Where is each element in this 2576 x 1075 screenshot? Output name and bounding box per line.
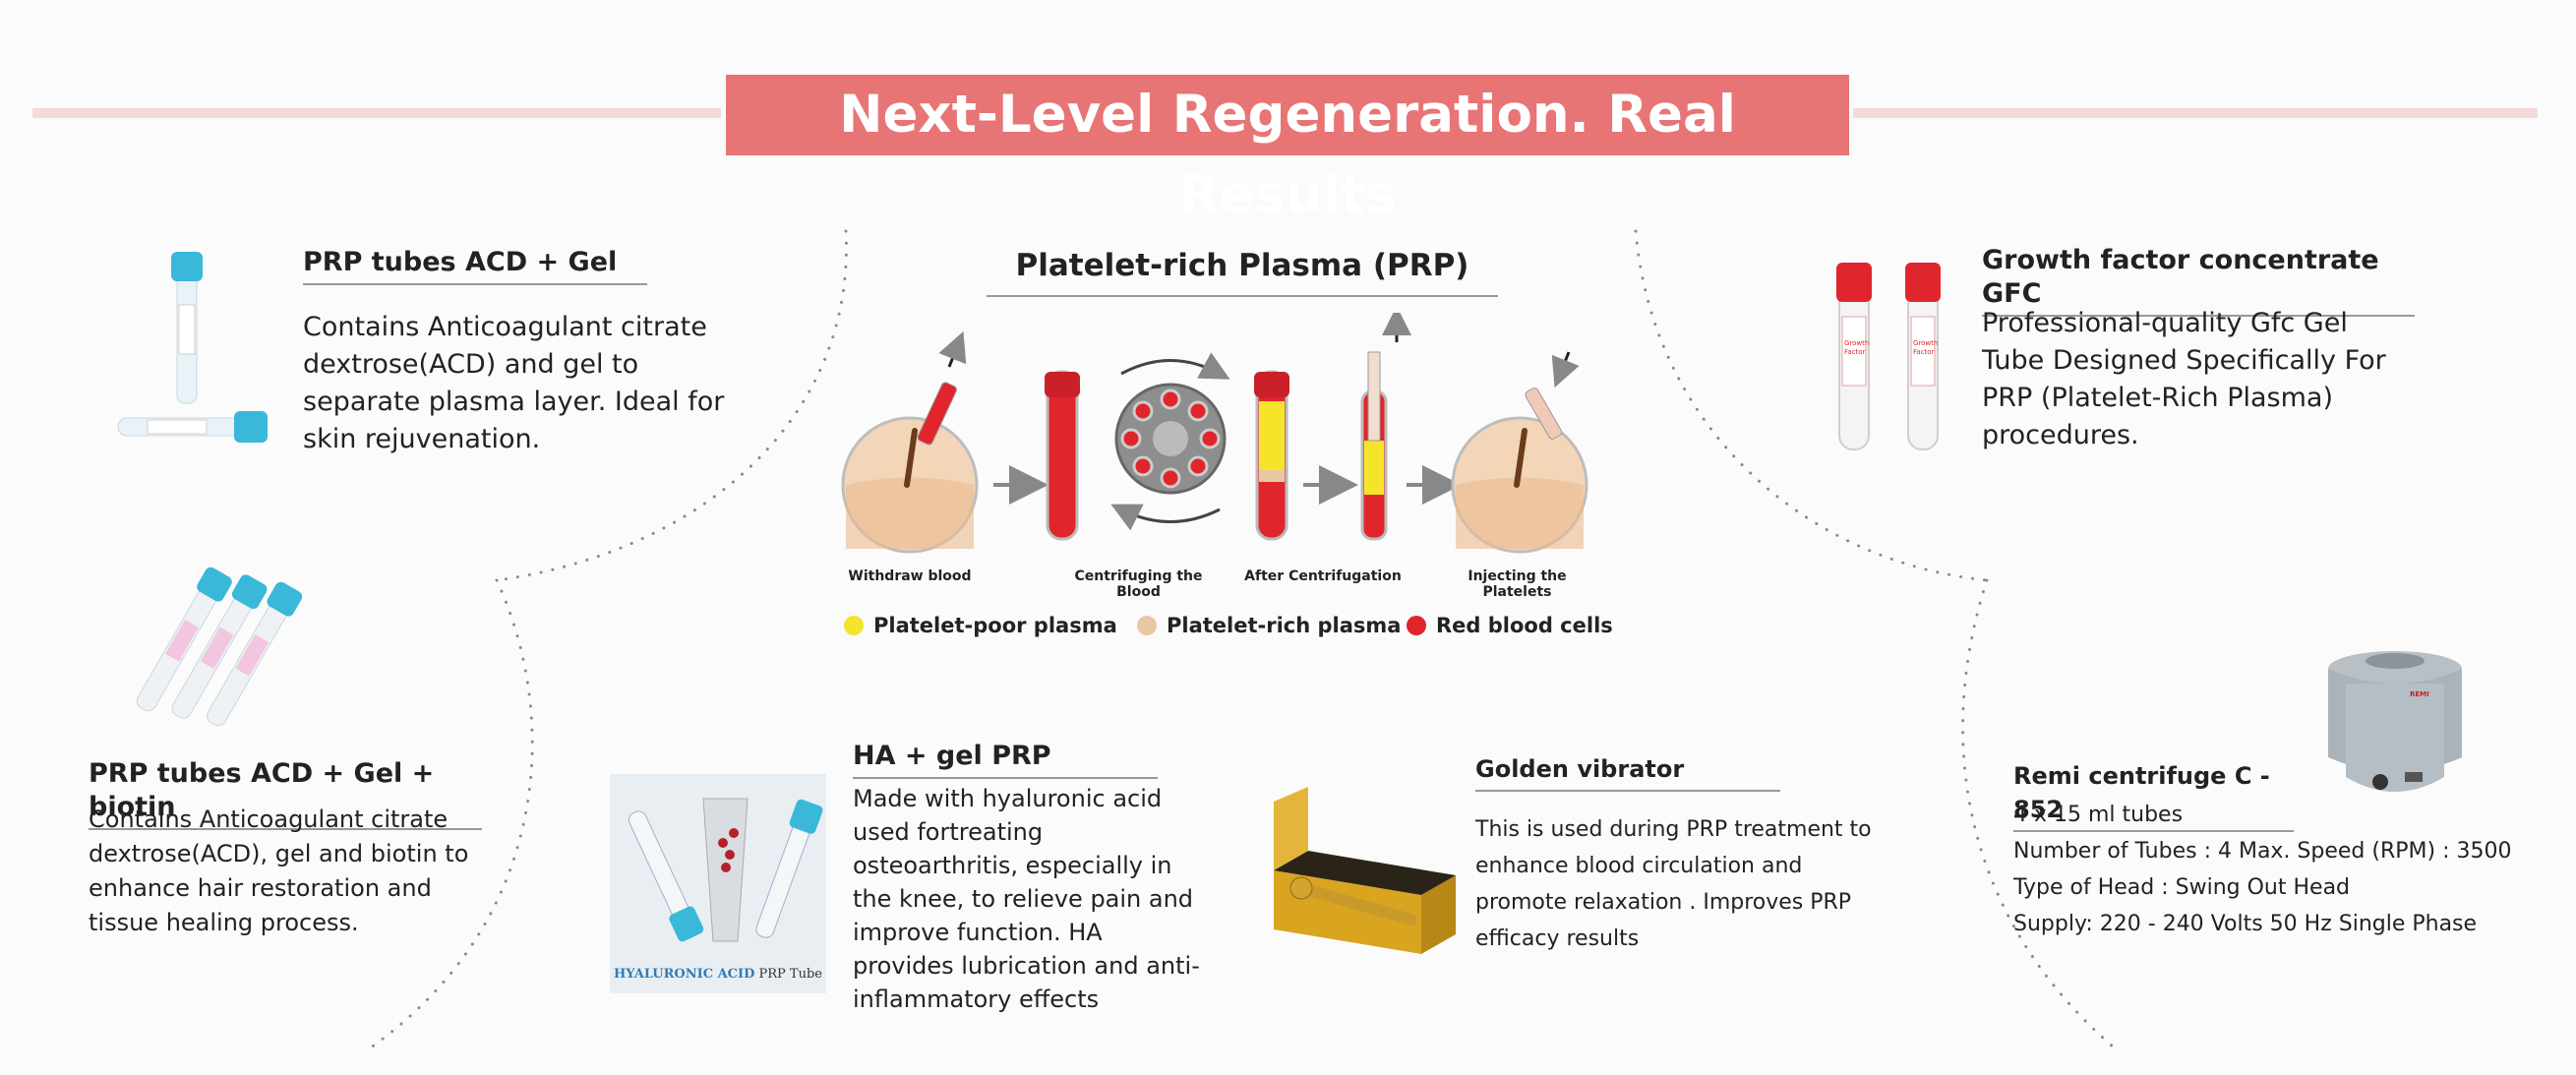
prp-process-diagram xyxy=(841,313,1588,554)
syringe-extract-illustration xyxy=(1360,313,1411,541)
prp-acd-gel-description: Contains Anticoagulant citrate dextrose(… xyxy=(303,312,725,454)
centrifuge-brand-label: REMI xyxy=(2410,690,2429,698)
prp-diagram-title: Platelet-rich Plasma (PRP) xyxy=(987,246,1498,297)
step-label-injecting: Injecting the Platelets xyxy=(1468,568,1567,600)
header-line-right xyxy=(1853,108,2538,118)
prp-tube-acd-gel-image xyxy=(117,252,268,443)
separated-tube-illustration xyxy=(1254,370,1289,541)
gfc-tube-label-2: Growth Factor xyxy=(1913,339,1939,356)
ha-tubes-illustration xyxy=(628,798,823,942)
golden-vibrator-title: Golden vibrator xyxy=(1475,752,1780,792)
step-label-after-centrifugation: After Centrifugation xyxy=(1244,568,1402,584)
blood-tube-illustration xyxy=(1045,370,1080,541)
ha-image-label: HYALURONIC ACID xyxy=(614,967,755,982)
step-label-centrifuging: Centrifuging the Blood xyxy=(1074,568,1203,600)
ha-gel-title: HA + gel PRP xyxy=(853,740,1158,779)
step-label-withdraw: Withdraw blood xyxy=(848,568,972,584)
legend-label: Platelet-poor plasma xyxy=(873,614,1117,637)
golden-vibrator-description: This is used during PRP treatment to enh… xyxy=(1475,817,1872,951)
withdraw-blood-illustration xyxy=(841,330,979,554)
header-line-left xyxy=(32,108,721,118)
prp-acd-gel-biotin-description: Contains Anticoagulant citrate dextrose(… xyxy=(89,806,469,936)
injecting-platelets-illustration xyxy=(1451,351,1588,554)
ha-gel-image: HYALURONIC ACID PRP Tube xyxy=(610,774,826,993)
centrifuge-spec-line: Supply: 220 - 240 Volts 50 Hz Single Pha… xyxy=(2013,912,2478,936)
prp-acd-gel-biotin-title: PRP tubes ACD + Gel + biotin xyxy=(89,757,482,830)
gfc-tube-label-1: Growth Factor xyxy=(1844,339,1870,356)
legend-swatch-beige xyxy=(1137,616,1157,635)
legend-platelet-rich: Platelet-rich plasma xyxy=(1137,614,1401,637)
remi-centrifuge-image xyxy=(2328,651,2462,792)
prp-acd-gel-title: PRP tubes ACD + Gel xyxy=(303,246,647,285)
centrifuge-rotor-illustration xyxy=(1110,352,1230,531)
centrifuge-spec-line: Number of Tubes : 4 Max. Speed (RPM) : 3… xyxy=(2013,839,2512,864)
legend-swatch-yellow xyxy=(844,616,864,635)
gfc-description: Professional-quality Gfc Gel Tube Design… xyxy=(1982,308,2386,450)
ha-gel-description: Made with hyaluronic acid used fortreati… xyxy=(853,785,1200,1013)
gfc-title: Growth factor concentrate GFC xyxy=(1982,244,2415,317)
golden-vibrator-image xyxy=(1274,787,1456,954)
legend-label: Red blood cells xyxy=(1436,614,1613,637)
legend-label: Platelet-rich plasma xyxy=(1167,614,1402,637)
gfc-tubes-image xyxy=(1836,263,1941,450)
legend-swatch-red xyxy=(1407,616,1426,635)
centrifuge-spec-line: Type of Head : Swing Out Head xyxy=(2013,875,2351,900)
prp-tubes-biotin-image xyxy=(136,567,303,727)
centrifuge-title: Remi centrifuge C - 852 xyxy=(2013,759,2294,832)
legend-red-blood-cells: Red blood cells xyxy=(1407,614,1613,637)
centrifuge-spec-line: 4 x 15 ml tubes xyxy=(2013,803,2184,827)
centrifuge-specs: 4 x 15 ml tubes Number of Tubes : 4 Max.… xyxy=(2013,797,2525,942)
legend-platelet-poor: Platelet-poor plasma xyxy=(844,614,1117,637)
ha-image-sublabel: PRP Tube xyxy=(758,967,822,982)
page-title: Next-Level Regeneration. Real Results xyxy=(726,75,1849,225)
